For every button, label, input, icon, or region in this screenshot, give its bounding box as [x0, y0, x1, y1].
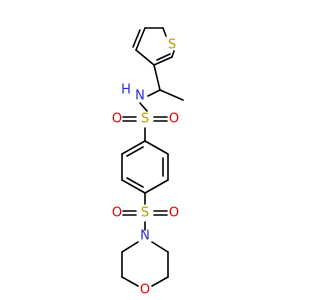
amine-hydrogen-label: H	[121, 83, 131, 98]
molecule-diagram: S N H S O O S O O N O	[112, 27, 184, 298]
morpholine-oxygen-label: O	[140, 283, 150, 298]
sulfonamide-oxo-bonds	[122, 116, 168, 122]
sulfonamide-oxygen-left-label: O	[112, 112, 122, 127]
benzene-ring	[121, 140, 169, 194]
n-s-bond	[139, 102, 148, 112]
thiophene-sulfur-label: S	[168, 38, 176, 53]
sulfonyl-oxo-bonds	[122, 210, 168, 216]
ethyl-linker	[147, 64, 184, 101]
morpholine-ring	[121, 241, 169, 287]
morpholine-nitrogen-label: N	[140, 229, 150, 244]
sulfonyl-oxygen-left-label: O	[112, 206, 122, 221]
amine-nitrogen-label: N	[135, 89, 145, 104]
thiophene-ring	[132, 27, 175, 66]
sulfonyl-sulfur-label: S	[141, 206, 149, 221]
sulfonamide-oxygen-right-label: O	[169, 112, 179, 127]
structure-drawing: S N H S O O S O O N O	[112, 27, 184, 298]
sulfonamide-sulfur-label: S	[141, 112, 149, 127]
sulfonyl-oxygen-right-label: O	[169, 206, 179, 221]
